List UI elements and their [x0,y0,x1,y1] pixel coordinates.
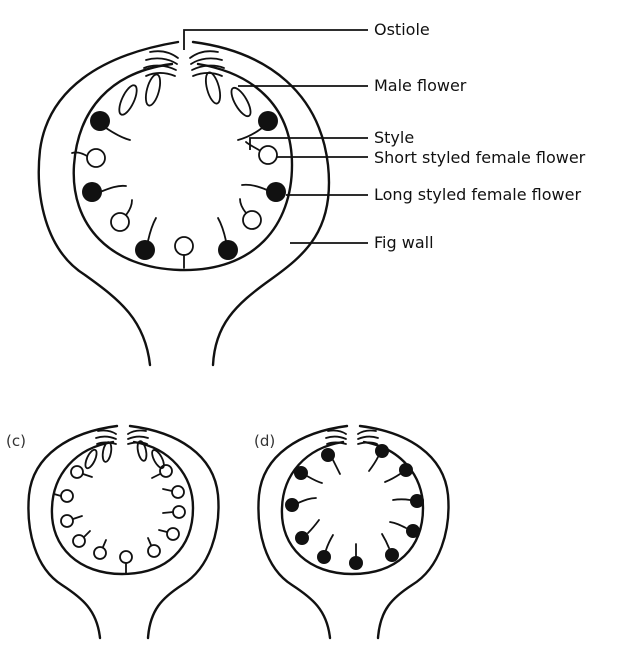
long-styled-flower [266,182,286,202]
short-styled-flower [242,210,262,230]
panel-c: (c) [6,424,220,640]
short-styled-flower [171,485,185,499]
ostiole-leader [183,29,368,50]
long-styled-flower [385,548,399,562]
panel-c-short-styled-flowers [53,464,186,574]
long-styled-flower [375,444,389,458]
short-styled-flower [172,505,186,519]
short-styled-flower [60,514,74,528]
label-ostiole: Ostiole [374,20,430,39]
male-flower [101,441,113,463]
style-leader [249,137,368,150]
short-styled-flower [147,544,161,558]
male-flower [151,449,165,469]
label-style: Style [374,128,414,147]
annotations: Ostiole Male flower Style Short styled f… [183,20,586,252]
panel-d-cavity [280,440,425,576]
male-flower [118,84,138,116]
panel-d-long-styled-flowers [285,444,424,570]
panel-d: (d) [254,424,450,640]
short-styled-female-flowers [71,141,278,269]
main-fig-cavity [72,62,294,272]
short-styled-flower [166,527,180,541]
short-styled-flower [60,489,74,503]
panel-d-label: (d) [254,432,275,450]
long-styled-flower [82,182,102,202]
short-styled-flower [86,148,106,168]
long-styled-flower [317,550,331,564]
male-flower [144,73,162,107]
long-styled-flower [399,463,413,477]
panel-d-ostiole-scales [325,429,379,445]
male-flower [204,71,222,105]
male-flower [136,440,148,462]
male-flowers [118,71,252,118]
long-styled-flower [218,240,238,260]
long-styled-flower [410,494,424,508]
short-styled-flower [110,212,130,232]
short-styled-flower [93,546,107,560]
label-fig-wall: Fig wall [374,233,434,252]
short-styled-flower [119,550,133,564]
long-styled-female-flowers [82,111,286,260]
panel-c-male-flowers [84,440,165,470]
main-fig [37,40,331,367]
panel-c-cavity [50,440,195,576]
label-short-styled: Short styled female flower [374,148,586,167]
label-long-styled: Long styled female flower [374,185,581,204]
short-styled-flower [258,145,278,165]
long-styled-flower [406,524,420,538]
panel-c-ostiole-scales [95,429,149,445]
long-styled-flower [285,498,299,512]
male-flower [84,448,98,470]
long-styled-flower [294,466,308,480]
main-fig-outer-wall [37,40,331,367]
ostiole-scales [143,50,225,77]
panel-d-outer-wall [257,424,450,640]
male-flower [230,86,252,118]
panel-c-outer-wall [27,424,220,640]
long-styled-flower [295,531,309,545]
long-styled-flower [135,240,155,260]
long-styled-flower [258,111,278,131]
label-male-flower: Male flower [374,76,467,95]
long-styled-flower [349,556,363,570]
short-styled-flower [72,534,86,548]
long-styled-flower [321,448,335,462]
panel-c-label: (c) [6,432,26,450]
short-styled-flower [70,465,84,479]
short-styled-flower [174,236,194,256]
long-styled-flower [90,111,110,131]
short-styled-flower [159,464,173,478]
